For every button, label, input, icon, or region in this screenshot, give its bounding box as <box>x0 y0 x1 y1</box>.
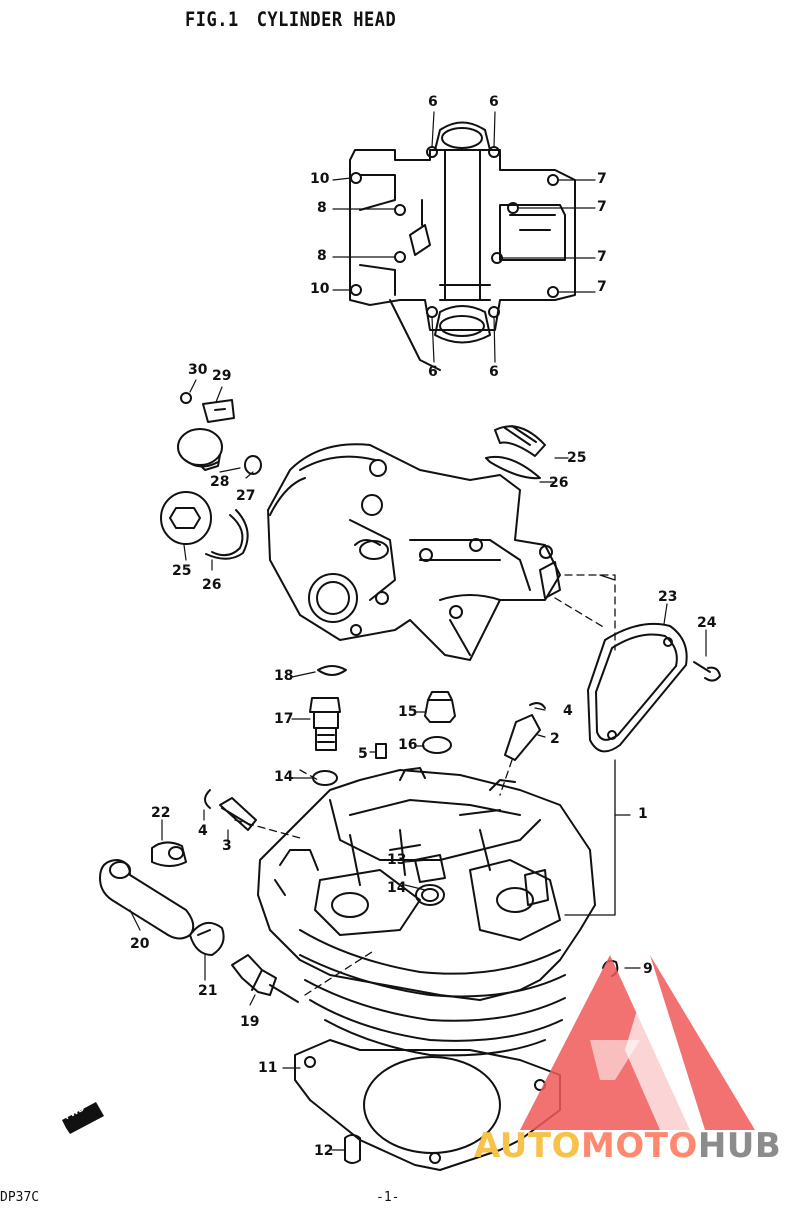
callout-3a: 3 <box>222 838 232 854</box>
side-cover-drawing <box>587 622 688 753</box>
cam-holder-drawing <box>349 121 576 371</box>
pin-3-drawing <box>219 797 257 831</box>
callout-2: 2 <box>550 731 560 747</box>
callout-24: 24 <box>697 615 717 631</box>
oring-18-drawing <box>317 665 347 676</box>
watermark-logo <box>520 955 755 1130</box>
head-cover-drawing <box>267 443 561 661</box>
callout-14a: 14 <box>274 769 294 785</box>
dowel-drawing <box>344 1134 361 1164</box>
cap-22-drawing <box>151 841 187 867</box>
callout-17: 17 <box>274 711 294 727</box>
fitting-17-drawing <box>309 697 341 751</box>
fwd-arrow-icon <box>62 1102 104 1134</box>
callout-7c: 7 <box>597 249 607 265</box>
callout-19: 19 <box>240 1014 260 1030</box>
callout-16: 16 <box>398 737 418 753</box>
bracket-drawing <box>202 399 235 423</box>
callout-26a: 26 <box>549 475 569 491</box>
pin-2-drawing <box>504 714 541 761</box>
callout-10b: 10 <box>310 281 330 297</box>
cylinder-head-drawing <box>257 767 596 1057</box>
plug-15-drawing <box>424 691 456 723</box>
callout-14b: 14 <box>387 880 407 896</box>
callout-7d: 7 <box>597 279 607 295</box>
callout-8b: 8 <box>317 248 327 264</box>
callout-4a: 4 <box>563 703 573 719</box>
callout-12: 12 <box>314 1143 334 1159</box>
figure-title: FIG.1 CYLINDER HEAD <box>185 9 396 32</box>
callout-20: 20 <box>130 936 150 952</box>
watermark-moto: MOTO <box>580 1126 698 1166</box>
callout-10a: 10 <box>310 171 330 187</box>
callout-21: 21 <box>198 983 218 999</box>
bolt-drawing <box>180 392 192 404</box>
callout-5: 5 <box>358 746 368 762</box>
callout-18: 18 <box>274 668 294 684</box>
watermark-auto: AUTO <box>474 1126 581 1166</box>
pipe-20-drawing <box>99 859 195 940</box>
callout-25a: 25 <box>567 450 587 466</box>
callout-13: 13 <box>387 852 407 868</box>
clip-4b-drawing <box>204 789 211 809</box>
callout-6c: 6 <box>428 364 438 380</box>
plug-drawing <box>160 491 249 560</box>
callout-26b: 26 <box>202 577 222 593</box>
diagram-code: DP37C <box>0 1190 40 1205</box>
plug-right-drawing <box>485 425 546 480</box>
callout-6a: 6 <box>428 94 438 110</box>
callout-30: 30 <box>188 362 208 378</box>
page-number: -1- <box>376 1190 400 1205</box>
callout-28: 28 <box>210 474 230 490</box>
callout-7b: 7 <box>597 199 607 215</box>
callout-25b: 25 <box>172 563 192 579</box>
bolt-19-drawing <box>231 954 277 996</box>
washer-16-drawing <box>422 736 452 754</box>
callout-9: 9 <box>643 961 653 977</box>
callout-4b: 4 <box>198 823 208 839</box>
callout-1: 1 <box>638 806 648 822</box>
head-gasket-drawing <box>294 1039 561 1171</box>
pin-5-drawing <box>375 743 387 759</box>
callout-27: 27 <box>236 488 256 504</box>
callout-11: 11 <box>258 1060 278 1076</box>
watermark-hub: HUB <box>697 1126 782 1166</box>
callout-7a: 7 <box>597 171 607 187</box>
union-21-drawing <box>189 921 225 956</box>
callout-15: 15 <box>398 704 418 720</box>
callout-22: 22 <box>151 805 171 821</box>
callout-6b: 6 <box>489 94 499 110</box>
callout-23: 23 <box>658 589 678 605</box>
bolt-24-drawing <box>693 661 721 682</box>
oil-filler-cap-drawing <box>177 428 223 471</box>
callout-29: 29 <box>212 368 232 384</box>
clip-4-drawing <box>529 702 546 709</box>
callout-6d: 6 <box>489 364 499 380</box>
washer-14-drawing <box>312 770 338 786</box>
callout-8a: 8 <box>317 200 327 216</box>
watermark-text: AUTOMOTOHUB <box>474 1126 781 1166</box>
figure-number: FIG.1 <box>185 8 239 32</box>
figure-heading: CYLINDER HEAD <box>256 8 397 32</box>
